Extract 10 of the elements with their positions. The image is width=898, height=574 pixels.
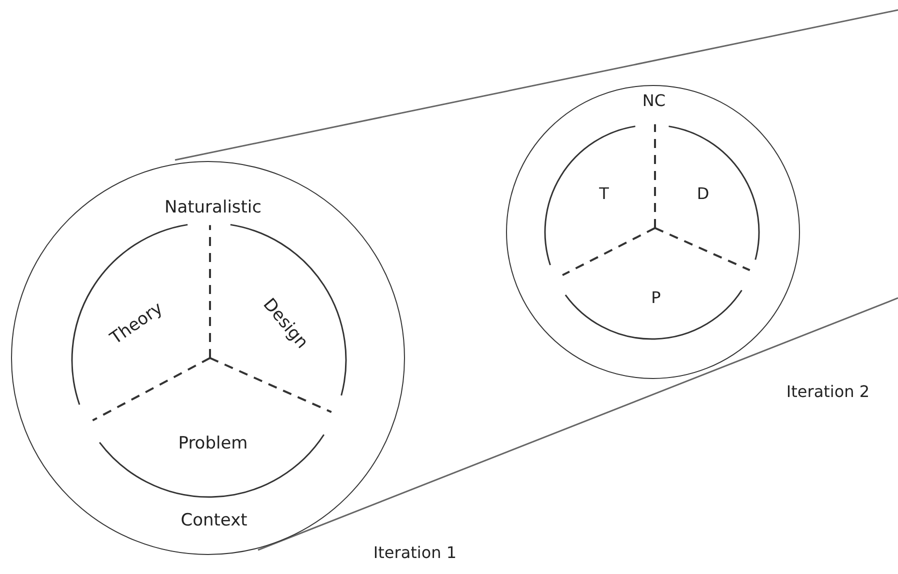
iteration-label: Iteration 2 bbox=[786, 384, 870, 400]
circle-label: Naturalistic bbox=[164, 200, 262, 216]
circle-label: Context bbox=[180, 512, 248, 530]
circle-label: NC bbox=[642, 93, 666, 109]
sector-label: P bbox=[651, 290, 661, 306]
outer-circle bbox=[506, 85, 800, 379]
sector-label: Problem bbox=[178, 436, 248, 452]
sector-label: D bbox=[696, 186, 710, 202]
sector-label: T bbox=[599, 186, 609, 202]
iteration-label: Iteration 1 bbox=[373, 545, 457, 561]
